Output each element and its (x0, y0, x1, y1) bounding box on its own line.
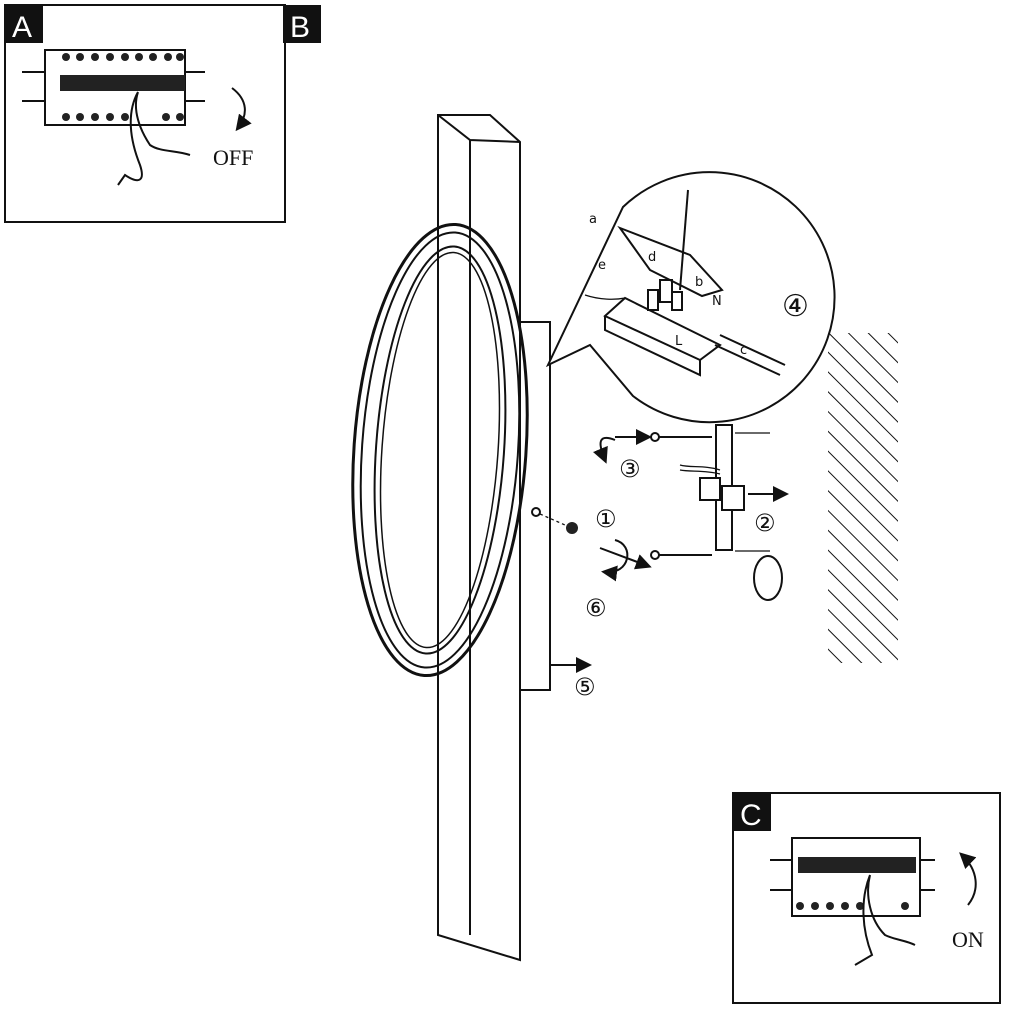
wall-plug-icon (753, 555, 783, 601)
arrow-down-icon (231, 87, 252, 132)
step-3: ③ (619, 455, 641, 483)
panel-switch-off: A B OFF (4, 4, 321, 223)
label-c: c (740, 343, 747, 358)
label-a: a (589, 212, 597, 227)
label-e: e (598, 258, 606, 273)
tag-a: A (12, 11, 32, 44)
rotate-arrow-icon (593, 437, 616, 464)
tag-c: C (740, 799, 762, 832)
tag-b: B (290, 11, 310, 44)
tighten-arrow-icon (599, 547, 652, 570)
side-screw (531, 507, 652, 673)
ring-lamp (351, 222, 529, 678)
step-6: ⑥ (585, 594, 607, 622)
label-d: d (648, 250, 656, 265)
label-n: N (712, 294, 722, 309)
mounting-bracket (593, 424, 789, 601)
terminal-detail-callout: a b c d e L N ④ (545, 171, 836, 424)
tag-a-box (5, 5, 43, 43)
panel-switch-on: C ON (732, 792, 1001, 1004)
tag-c-box (733, 793, 771, 831)
screw-icon (566, 522, 578, 534)
hand-icon-2 (854, 874, 916, 966)
arrow-up-icon (959, 852, 977, 906)
step-2: ② (754, 509, 776, 537)
mounting-plank (437, 114, 551, 962)
wall-hatch (828, 333, 898, 663)
terminal-block-icon (584, 189, 786, 377)
breaker-panel-icon (22, 49, 205, 126)
rotate-arrow-icon-2 (601, 539, 629, 582)
step-4: ④ (782, 289, 809, 324)
on-label: ON (952, 927, 984, 952)
hand-icon (117, 91, 191, 186)
step-1: ① (595, 505, 617, 533)
off-label: OFF (213, 145, 253, 170)
tag-b-box (283, 5, 321, 43)
label-l: L (675, 334, 683, 349)
screwdriver-icon (679, 189, 689, 291)
label-b: b (695, 275, 703, 290)
step-5: ⑤ (574, 673, 596, 701)
breaker-panel-icon-2 (770, 837, 935, 917)
